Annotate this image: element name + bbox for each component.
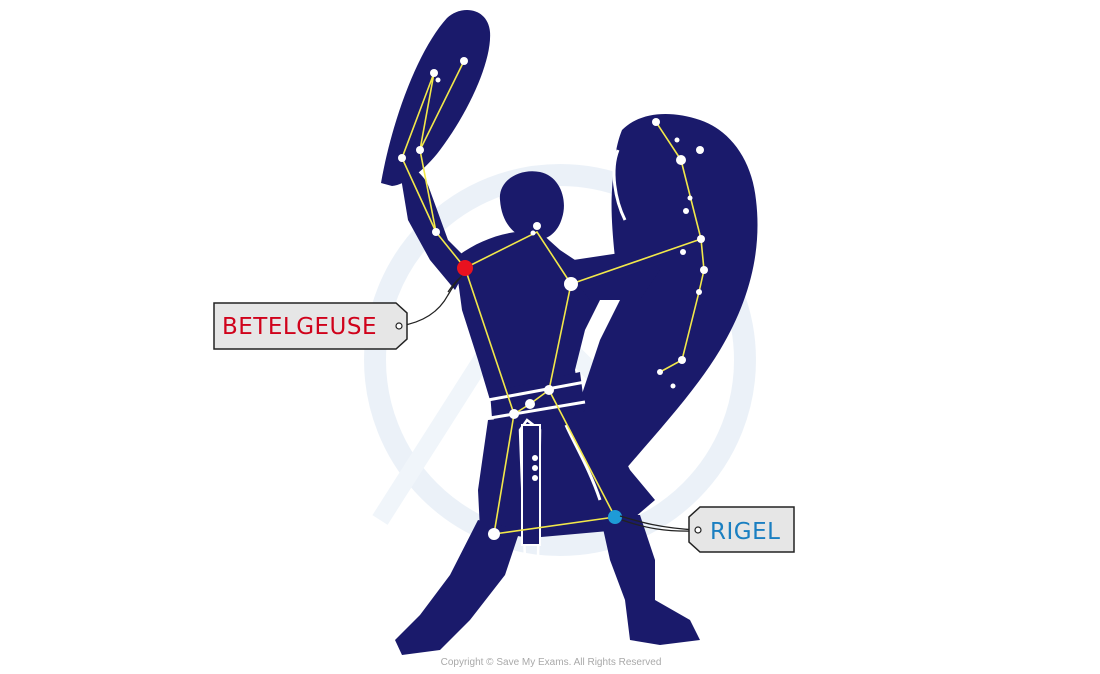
shield-arm-line	[570, 238, 702, 285]
star	[430, 69, 438, 77]
betelgeuse-label-text: BETELGEUSE	[222, 314, 377, 340]
torso-left-line	[464, 267, 515, 415]
star	[687, 195, 693, 201]
star	[530, 230, 536, 236]
star	[696, 146, 704, 154]
betelgeuse-tag-string	[399, 277, 461, 327]
star	[697, 235, 705, 243]
star	[460, 57, 468, 65]
rigel-tag-hole	[694, 526, 702, 534]
betelgeuse-tag-string-2	[447, 275, 463, 293]
sword-star	[532, 475, 538, 481]
betelgeuse-tag-hole	[395, 322, 403, 330]
star	[432, 228, 440, 236]
knee-line	[493, 516, 616, 535]
sword-star	[532, 455, 538, 461]
stars	[398, 57, 708, 540]
shoulder-line	[464, 230, 572, 285]
star	[525, 399, 535, 409]
right-leg-shape	[600, 515, 700, 645]
star	[416, 146, 424, 154]
torso-shape	[455, 231, 600, 420]
star	[676, 155, 686, 165]
betelgeuse-label-tag: BETELGEUSE	[213, 275, 463, 350]
star	[683, 208, 689, 214]
star	[670, 383, 676, 389]
star	[544, 385, 554, 395]
star	[674, 137, 680, 143]
leg-left-line	[493, 413, 515, 535]
star	[398, 154, 406, 162]
star	[678, 356, 686, 364]
rigel-label-tag: RIGEL	[619, 506, 795, 553]
star	[652, 118, 660, 126]
star	[680, 249, 686, 255]
copyright-notice: Copyright © Save My Exams. All Rights Re…	[441, 657, 662, 668]
torso-right-line	[548, 283, 572, 391]
star	[488, 528, 500, 540]
star	[509, 409, 519, 419]
rigel-star	[608, 510, 622, 524]
betelgeuse-star	[457, 260, 473, 276]
lion-pelt-shield	[560, 114, 758, 500]
club-line-lower	[419, 149, 437, 233]
star	[696, 289, 702, 295]
club-shape	[381, 9, 491, 186]
head-shape	[499, 171, 564, 240]
star	[435, 77, 441, 83]
rigel-label-text: RIGEL	[710, 519, 780, 545]
orion-silhouette	[381, 9, 758, 655]
rigel-tag-string	[619, 515, 698, 531]
star	[533, 222, 541, 230]
star	[700, 266, 708, 274]
star	[657, 369, 663, 375]
leg-right-line	[548, 389, 616, 518]
star	[564, 277, 578, 291]
sword	[521, 424, 541, 546]
rigel-tag-shape	[688, 506, 795, 553]
betelgeuse-tag-shape	[213, 302, 408, 350]
sword-star	[532, 465, 538, 471]
left-leg-shape	[395, 520, 520, 655]
